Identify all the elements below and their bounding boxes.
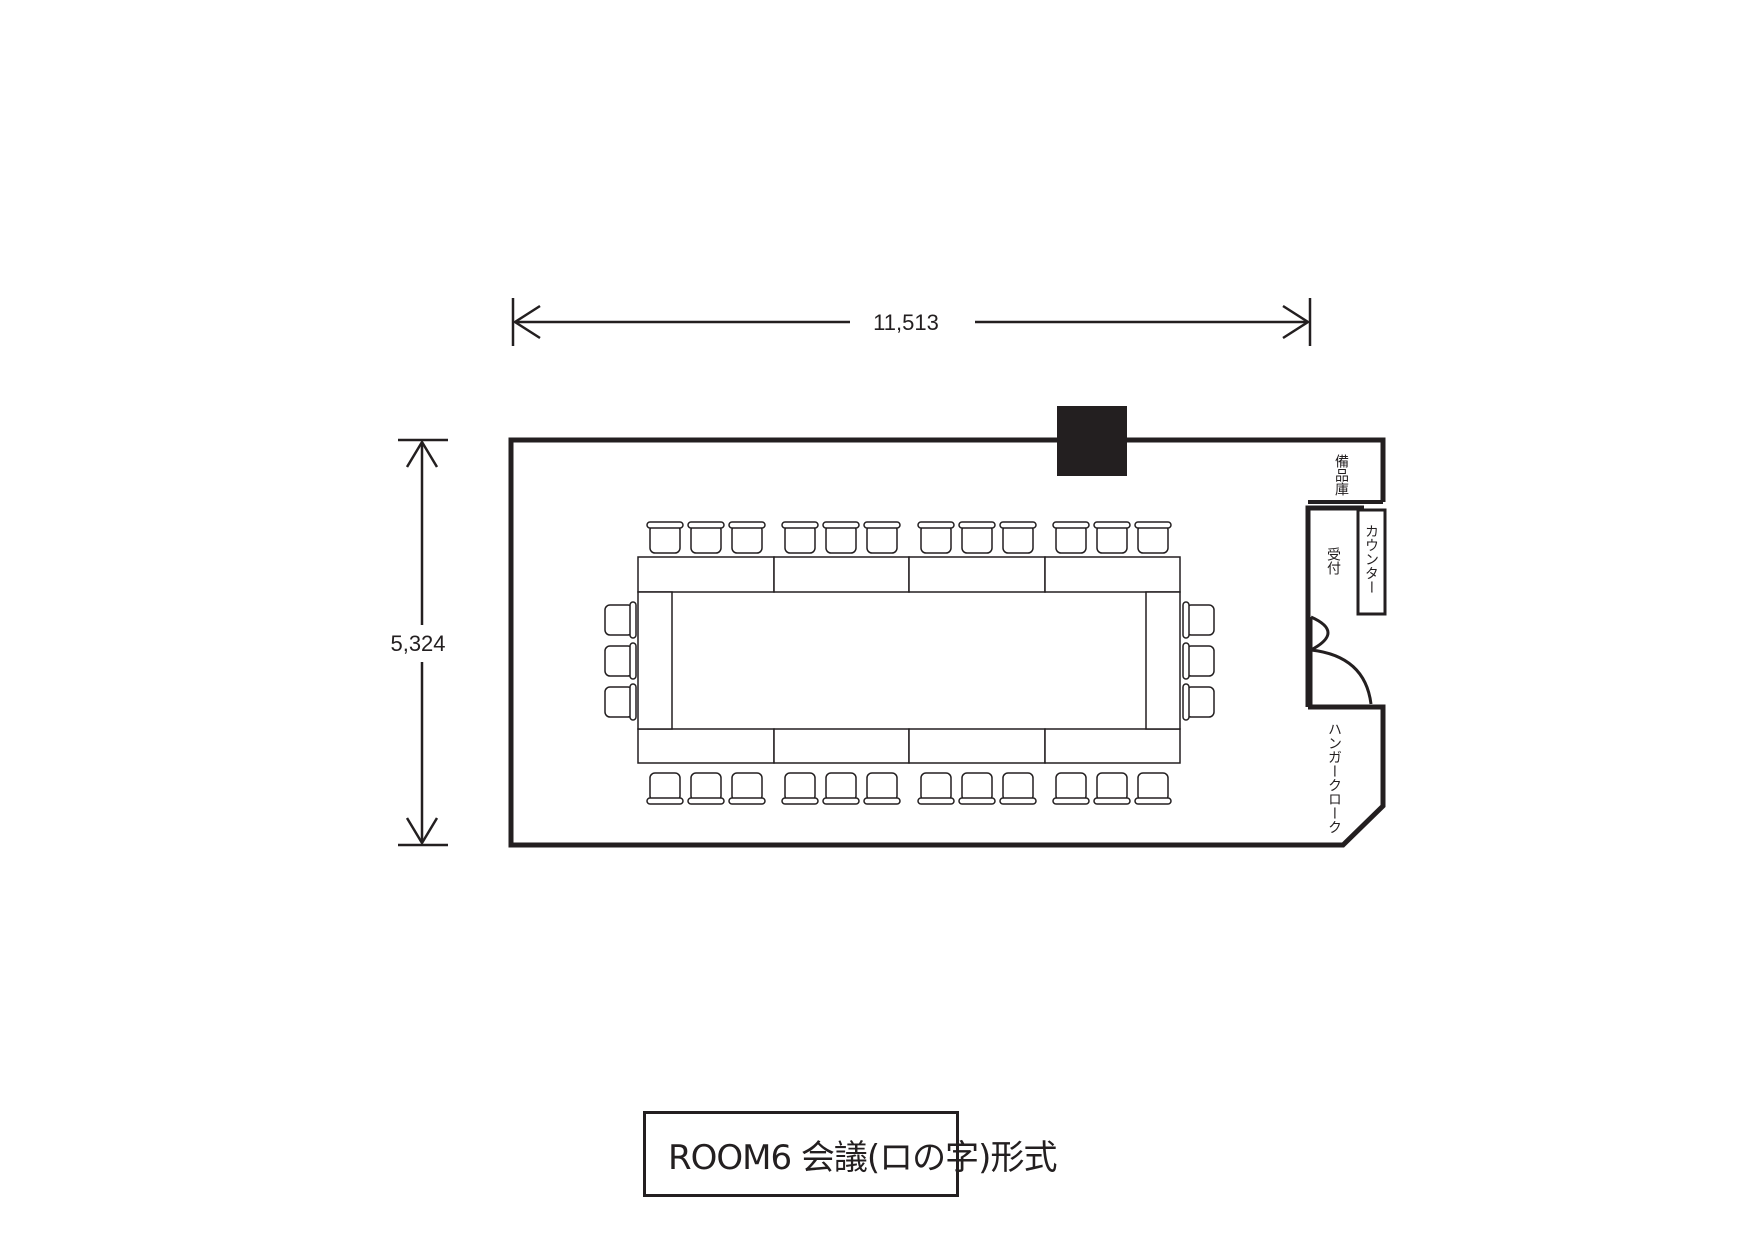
layout-title: ROOM6 会議(ロの字)形式 bbox=[668, 1137, 1057, 1178]
chair-left-3 bbox=[604, 683, 637, 721]
chair-top-9 bbox=[999, 521, 1037, 554]
table-top-4 bbox=[1044, 556, 1181, 593]
chair-top-4 bbox=[781, 521, 819, 554]
title-box: ROOM6 会議(ロの字)形式 bbox=[643, 1111, 1057, 1197]
door bbox=[1309, 615, 1373, 707]
table-bottom-4 bbox=[1044, 728, 1181, 764]
chair-top-10 bbox=[1052, 521, 1090, 554]
chair-top-8 bbox=[958, 521, 996, 554]
chair-bottom-12 bbox=[1134, 772, 1172, 805]
room-outline bbox=[508, 437, 1386, 848]
table-top-1 bbox=[637, 556, 775, 593]
width-dimension-label: 11,513 bbox=[873, 310, 939, 335]
chair-top-7 bbox=[917, 521, 955, 554]
width-dimension bbox=[511, 298, 1312, 346]
table-top-3 bbox=[908, 556, 1046, 593]
table-left bbox=[637, 591, 673, 730]
chair-bottom-5 bbox=[822, 772, 860, 805]
chair-bottom-3 bbox=[728, 772, 766, 805]
chair-top-12 bbox=[1134, 521, 1172, 554]
pillar bbox=[1057, 406, 1127, 476]
chair-bottom-9 bbox=[999, 772, 1037, 805]
chair-bottom-1 bbox=[646, 772, 684, 805]
chair-left-1 bbox=[604, 601, 637, 639]
chair-top-6 bbox=[863, 521, 901, 554]
reception-label: 受付 bbox=[1325, 547, 1341, 576]
chair-bottom-7 bbox=[917, 772, 955, 805]
chair-top-1 bbox=[646, 521, 684, 554]
chair-bottom-10 bbox=[1052, 772, 1090, 805]
chair-top-5 bbox=[822, 521, 860, 554]
chair-bottom-6 bbox=[863, 772, 901, 805]
table-top-2 bbox=[773, 556, 910, 593]
storage-label: 備品庫 bbox=[1333, 454, 1349, 496]
chair-bottom-8 bbox=[958, 772, 996, 805]
table-arrangement bbox=[637, 556, 1181, 764]
chair-top-2 bbox=[687, 521, 725, 554]
chair-top-11 bbox=[1093, 521, 1131, 554]
table-right bbox=[1145, 591, 1181, 730]
chairs bbox=[604, 521, 1215, 805]
height-dimension bbox=[398, 438, 448, 847]
counter-box bbox=[1356, 508, 1387, 616]
chair-right-2 bbox=[1182, 642, 1215, 680]
table-bottom-3 bbox=[908, 728, 1046, 764]
chair-right-1 bbox=[1182, 601, 1215, 639]
chair-bottom-2 bbox=[687, 772, 725, 805]
cloak-label: ハンガークローク bbox=[1326, 722, 1342, 834]
table-bottom-2 bbox=[773, 728, 910, 764]
chair-bottom-11 bbox=[1093, 772, 1131, 805]
table-bottom-1 bbox=[637, 728, 775, 764]
counter-label: カウンター bbox=[1363, 524, 1379, 594]
height-dimension-label: 5,324 bbox=[390, 631, 445, 656]
chair-top-3 bbox=[728, 521, 766, 554]
chair-left-2 bbox=[604, 642, 637, 680]
chair-right-3 bbox=[1182, 683, 1215, 721]
chair-bottom-4 bbox=[781, 772, 819, 805]
